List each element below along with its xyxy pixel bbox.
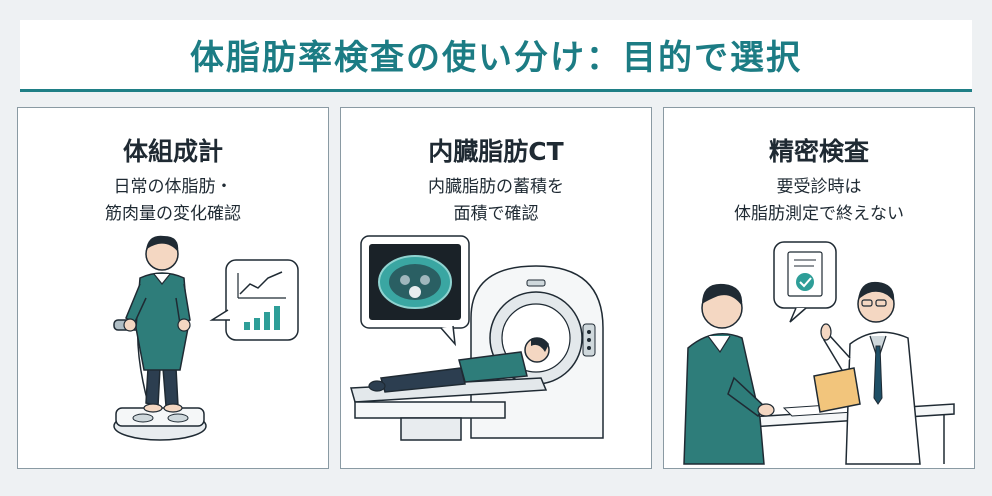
- card-description: 要受診時は 体脂肪測定で終えない: [664, 174, 974, 228]
- doctor-icon: [813, 281, 921, 465]
- line-chart-bubble-icon: [209, 259, 299, 341]
- card-description: 日常の体脂肪・ 筋肉量の変化確認: [18, 174, 328, 228]
- page-title: 体脂肪率検査の使い分け：目的で選択: [190, 38, 802, 78]
- desc-line: 内臓脂肪の蓄積を: [428, 177, 564, 197]
- card-detailed-exam: 精密検査 要受診時は 体脂肪測定で終えない: [663, 107, 975, 469]
- card-heading: 精密検査: [768, 137, 869, 166]
- desc-line: 日常の体脂肪・: [113, 177, 233, 197]
- card-heading: 内臓脂肪CT: [428, 137, 564, 166]
- scale-icon: [113, 323, 207, 441]
- person-icon: [123, 235, 191, 413]
- desc-line: 面積で確認: [453, 204, 539, 224]
- title-bar: 体脂肪率検査の使い分け：目的で選択: [20, 20, 972, 92]
- patient-icon: [368, 337, 550, 393]
- checklist-bubble-icon: [773, 241, 837, 323]
- doctor-consultation-illustration: [683, 241, 955, 465]
- card-body-composition: 体組成計 日常の体脂肪・ 筋肉量の変化確認: [17, 107, 329, 469]
- desc-line: 体脂肪測定で終えない: [734, 204, 904, 224]
- desc-line: 筋肉量の変化確認: [105, 204, 241, 224]
- patient-icon: [683, 283, 775, 465]
- card-description: 内臓脂肪の蓄積を 面積で確認: [341, 174, 651, 228]
- ct-scanner-illustration: [350, 235, 604, 441]
- body-composition-scale-illustration: [113, 235, 299, 441]
- scanner-bed-icon: [350, 377, 548, 441]
- card-visceral-fat-ct: 内臓脂肪CT 内臓脂肪の蓄積を 面積で確認: [340, 107, 652, 469]
- desc-line: 要受診時は: [776, 177, 862, 197]
- ct-scan-bubble-icon: [360, 235, 470, 347]
- card-heading: 体組成計: [122, 137, 223, 166]
